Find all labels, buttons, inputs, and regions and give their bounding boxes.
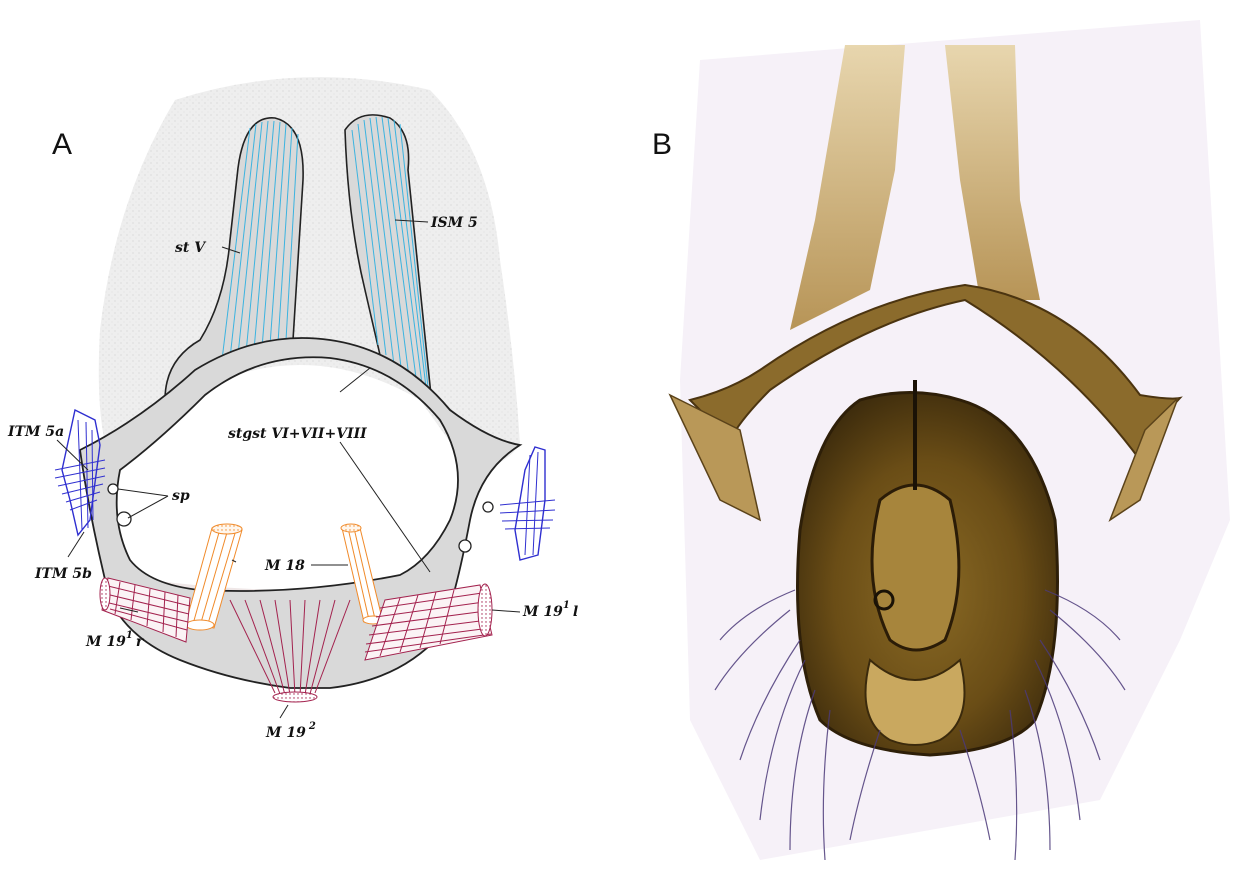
micrograph-central-plate bbox=[872, 485, 959, 650]
label-m19-1l-base: M 19 bbox=[522, 604, 563, 620]
label-stgst: stgst VI+VII+VIII bbox=[228, 426, 367, 442]
micrograph-band-right bbox=[945, 45, 1040, 300]
label-itm5a: ITM 5a bbox=[7, 424, 64, 440]
micrograph-capsule bbox=[798, 393, 1058, 756]
label-sp: sp bbox=[172, 488, 190, 504]
micrograph-arch-side-left bbox=[670, 395, 760, 520]
label-m19-2-sup: 2 bbox=[308, 721, 316, 732]
label-ism5: ISM 5 bbox=[430, 215, 478, 231]
micrograph-arch bbox=[690, 285, 1180, 460]
label-m19-1r-base: M 19 bbox=[85, 634, 126, 650]
micrograph-setae bbox=[715, 590, 1125, 860]
micrograph-arch-side-right bbox=[1110, 398, 1178, 520]
micrograph-membrane bbox=[680, 20, 1230, 860]
label-m19-2-base: M 19 bbox=[265, 725, 306, 741]
micrograph-lower-lobes bbox=[866, 660, 965, 745]
label-m19-1l-suffix: l bbox=[573, 604, 578, 620]
itm5-muscle-right bbox=[500, 447, 555, 560]
label-m19-1l-sup: 1 bbox=[563, 600, 570, 611]
label-m18: M 18 bbox=[264, 558, 305, 574]
micrograph-ring bbox=[875, 591, 893, 609]
panel-b-letter: B bbox=[652, 128, 672, 162]
label-m19-1r-sup: 1 bbox=[126, 630, 133, 641]
panel-a-drawing: st V ISM 5 stgst VI+VII+VIII ITM 5a ITM … bbox=[0, 0, 620, 878]
spiracles bbox=[108, 484, 493, 552]
label-st-v: st V bbox=[175, 240, 207, 256]
label-itm5b: ITM 5b bbox=[34, 566, 92, 582]
micrograph-band-left bbox=[790, 45, 905, 330]
